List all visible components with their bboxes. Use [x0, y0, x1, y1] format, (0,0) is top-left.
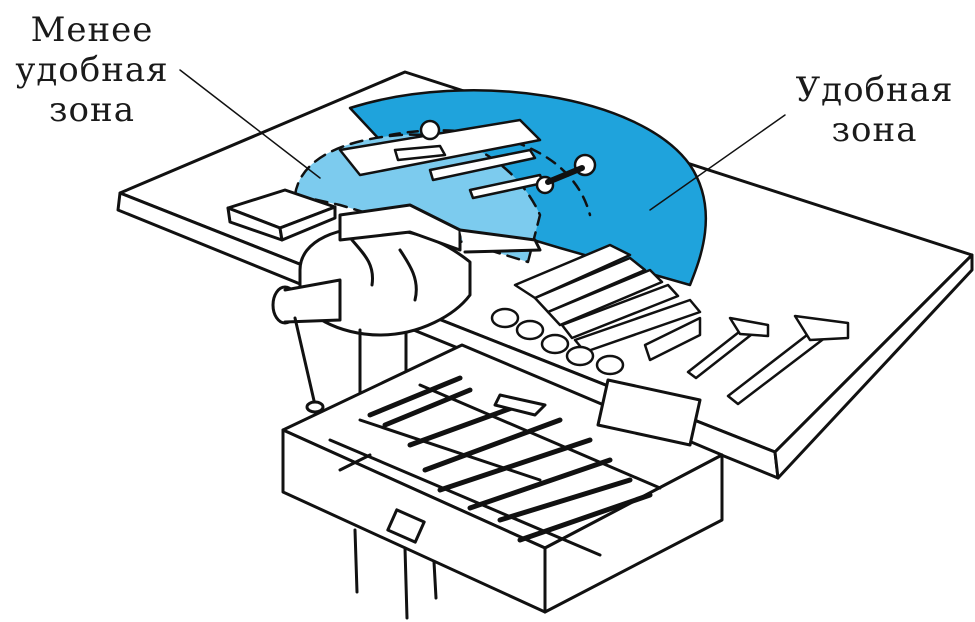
label-line: зона [792, 110, 957, 150]
label-line: Менее [12, 10, 172, 50]
less-comfortable-zone-label: Менее удобная зона [12, 10, 172, 130]
label-line: зона [12, 90, 172, 130]
label-line: удобная [12, 50, 172, 90]
label-line: Удобная [792, 70, 957, 110]
comfortable-zone-label: Удобная зона [792, 70, 957, 150]
